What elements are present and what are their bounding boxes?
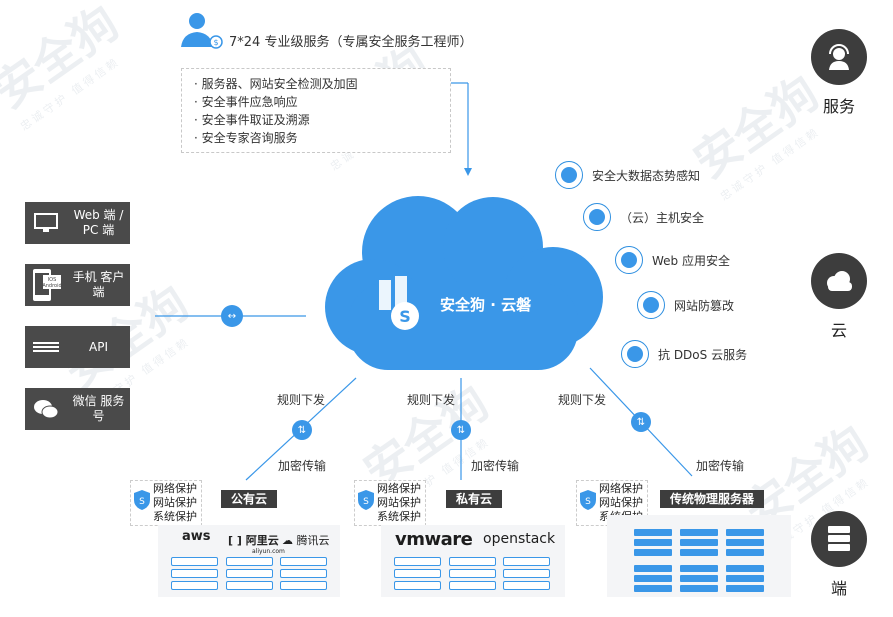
- protection-public: S 网络保护网站保护系统保护: [130, 480, 202, 526]
- service-item: 服务器、网站安全检测及加固: [194, 75, 450, 93]
- protection-private: S 网络保护网站保护系统保护: [354, 480, 426, 526]
- shield-icon: [615, 246, 643, 274]
- bidirectional-arrow-icon: ⇅: [451, 420, 471, 440]
- encrypt-label-physical: 加密传输: [696, 459, 745, 473]
- feature-anti-tamper: 网站防篡改: [637, 290, 734, 320]
- service-item: 安全事件取证及溯源: [194, 111, 450, 129]
- svg-text:$: $: [213, 38, 218, 47]
- private-cloud-panel: vmware openstack: [381, 525, 565, 597]
- encrypt-label-public: 加密传输: [278, 459, 327, 473]
- cloud-label: 安全狗 · 云磐: [440, 296, 532, 314]
- category-physical-server: 传统物理服务器: [660, 490, 765, 508]
- openstack-logo: openstack: [483, 531, 556, 547]
- phone-icon: IOS Android: [25, 267, 67, 303]
- feature-bigdata: 安全大数据态势感知: [555, 160, 700, 190]
- service-item: 安全事件应急响应: [194, 93, 450, 111]
- bidirectional-arrow-icon: ⇅: [292, 420, 312, 440]
- service-item: 安全专家咨询服务: [194, 129, 450, 147]
- bidirectional-arrow-icon: ⇅: [631, 412, 651, 432]
- vmware-logo: vmware: [395, 529, 473, 550]
- bigdata-icon: [555, 161, 583, 189]
- lines-icon: [25, 342, 67, 352]
- client-api: API: [25, 326, 130, 368]
- headset-icon: [811, 29, 867, 85]
- webpage-icon: [637, 291, 665, 319]
- aws-logo: aws: [182, 529, 211, 544]
- svg-text:S: S: [399, 307, 411, 326]
- rail-service: 服务: [811, 29, 867, 117]
- client-mobile: IOS Android 手机 客户端: [25, 264, 130, 306]
- rail-cloud: 云: [811, 253, 867, 341]
- client-web-pc: Web 端 / PC 端: [25, 202, 130, 244]
- shield-icon: S: [358, 490, 374, 510]
- server-icon: [811, 511, 867, 567]
- tencent-cloud-logo: ☁ 腾讯云: [282, 534, 330, 547]
- shield-icon: S: [580, 490, 596, 510]
- rail-endpoint: 端: [811, 511, 867, 599]
- svg-text:S: S: [363, 497, 369, 507]
- service-list-box: 服务器、网站安全检测及加固 安全事件应急响应 安全事件取证及溯源 安全专家咨询服…: [181, 68, 451, 153]
- cloud-icon: [583, 203, 611, 231]
- wechat-icon: [25, 398, 67, 420]
- svg-text:S: S: [139, 497, 145, 507]
- category-public-cloud: 公有云: [221, 490, 278, 508]
- rule-label-physical: 规则下发: [558, 393, 607, 407]
- rule-label-private: 规则下发: [407, 393, 456, 407]
- engineer-icon: $: [180, 11, 224, 49]
- encrypt-label-private: 加密传输: [471, 459, 520, 473]
- svg-text:Android: Android: [42, 283, 61, 289]
- physical-server-panel: [607, 515, 791, 597]
- svg-text:S: S: [585, 497, 591, 507]
- shield-icon: S: [134, 490, 150, 510]
- cloud-shape: [325, 196, 603, 370]
- monitor-icon: [25, 213, 67, 233]
- cloud-logo-icon: S: [377, 276, 423, 332]
- rule-label-public: 规则下发: [277, 393, 326, 407]
- svg-text:IOS: IOS: [48, 277, 57, 283]
- feature-ddos: 抗 DDoS 云服务: [621, 339, 747, 369]
- feature-web-security: Web 应用安全: [615, 245, 730, 275]
- bidirectional-arrow-icon: ↔: [221, 305, 243, 327]
- cloud-icon: [811, 253, 867, 309]
- category-private-cloud: 私有云: [446, 490, 503, 508]
- feature-host-security: （云）主机安全: [583, 202, 704, 232]
- service-title: 7*24 专业级服务（专属安全服务工程师）: [229, 35, 473, 50]
- client-wechat: 微信 服务号: [25, 388, 130, 430]
- ddos-shield-icon: [621, 340, 649, 368]
